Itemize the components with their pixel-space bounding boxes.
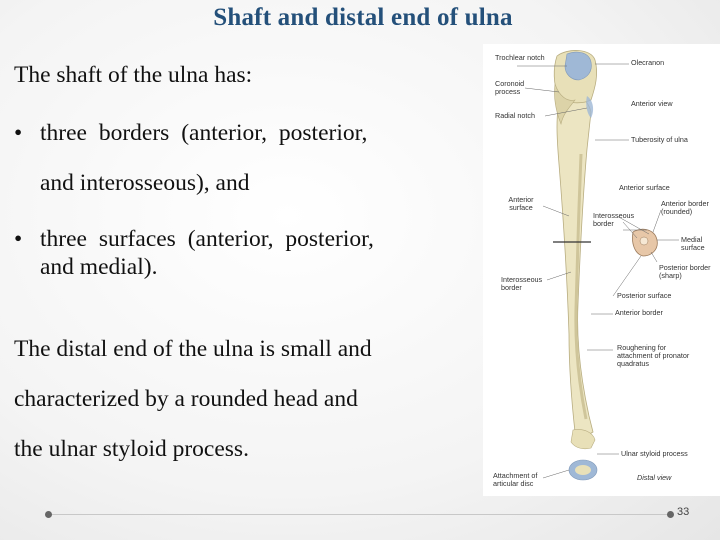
label-coronoid-process: Coronoid process (495, 79, 525, 96)
footer-left-dot (45, 511, 52, 518)
ulna-head (570, 429, 596, 450)
label-tuberosity-of-ulna: Tuberosity of ulna (631, 135, 688, 144)
label-distal-view: Distal view (637, 473, 672, 482)
slide-title: Shaft and distal end of ulna (213, 4, 513, 31)
label-anterior-border-rounded: Anterior border (rounded) (661, 199, 709, 216)
label-interosseous-border-left: Interosseous border (501, 275, 543, 292)
label-anterior-border: Anterior border (615, 308, 663, 317)
ulna-illustration (517, 50, 679, 481)
trochlear-cartilage (564, 51, 592, 81)
label-ulnar-styloid-process: Ulnar styloid process (621, 449, 688, 458)
label-attachment-articular-disc: Attachment of articular disc (493, 471, 538, 488)
label-trochlear-notch: Trochlear notch (495, 53, 545, 62)
label-anterior-view: Anterior view (631, 99, 673, 108)
bullet-marker: • (14, 120, 23, 146)
bullet-two-line-one: three surfaces (anterior, posterior, (40, 226, 374, 252)
bullet-marker: • (14, 226, 23, 252)
distal-line-two: characterized by a rounded head and (14, 386, 358, 412)
label-olecranon: Olecranon (631, 58, 665, 67)
label-medial-surface: Medial surface (681, 235, 705, 252)
distal-line-three: the ulnar styloid process. (14, 436, 249, 462)
bullet-one-line-one: three borders (anterior, posterior, (40, 120, 368, 146)
label-roughening-pronator: Roughening for attachment of pronator qu… (617, 343, 690, 368)
distal-line-one: The distal end of the ulna is small and (14, 336, 372, 362)
footer-right-dot (667, 511, 674, 518)
label-anterior-surface-top: Anterior surface (619, 183, 670, 192)
intro-line: The shaft of the ulna has: (14, 62, 253, 88)
footer-rule (48, 514, 670, 515)
label-posterior-surface: Posterior surface (617, 291, 672, 300)
label-interosseous-border-top: Interosseous border (593, 211, 635, 228)
bullet-two-line-two: and medial). (40, 254, 158, 280)
page-number: 33 (677, 506, 690, 518)
bullet-one-line-two: and interosseous), and (40, 170, 250, 196)
label-radial-notch: Radial notch (495, 111, 535, 120)
radial-notch (586, 96, 594, 118)
label-posterior-border-sharp: Posterior border (sharp) (659, 263, 711, 280)
ulna-anatomy-figure: Trochlear notch Olecranon Coronoid proce… (483, 44, 720, 496)
ulna-shaft (556, 91, 594, 436)
label-anterior-surface-left: Anterior surface (508, 195, 534, 212)
